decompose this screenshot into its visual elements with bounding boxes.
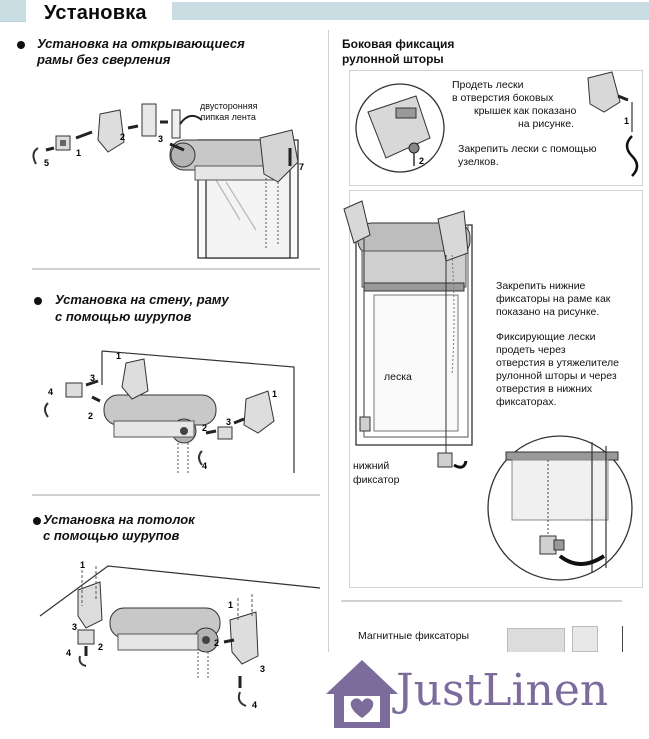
section3-title-line2: с помощью шурупов (43, 528, 180, 543)
svg-text:3: 3 (90, 373, 95, 383)
svg-text:1: 1 (272, 389, 277, 399)
section1-title-line2: рамы без сверления (37, 52, 171, 67)
left-divider-1 (32, 268, 320, 270)
svg-text:2: 2 (214, 638, 219, 648)
section3-illustration: 1 3 4 2 2 1 3 4 (39, 560, 321, 710)
svg-text:4: 4 (66, 648, 71, 658)
bottom-fixator-detail-illustration (487, 435, 633, 581)
step-1: 1 (76, 148, 81, 158)
section2-title-line2: с помощью шурупов (55, 309, 192, 324)
svg-text:4: 4 (48, 387, 53, 397)
section1-title-line1: Установка на открывающиеся (37, 36, 245, 51)
fixator-label-line2: фиксатор (353, 474, 400, 486)
bullet (34, 297, 42, 305)
svg-text:3: 3 (226, 417, 231, 427)
tape-label-line1: двусторонняя (200, 101, 258, 111)
fixator-label-line1: нижний (353, 460, 390, 472)
header-band-right (172, 2, 649, 20)
svg-text:1: 1 (116, 351, 121, 361)
step-2: 2 (120, 132, 125, 142)
step-5: 5 (44, 158, 49, 168)
bullet (33, 517, 41, 525)
panel-bottom-fix (349, 190, 643, 588)
note2-line2: узелков. (458, 156, 499, 168)
note4-line6: фиксаторах. (496, 396, 557, 408)
right-divider (341, 600, 622, 602)
note1-line3: крышек как показано (474, 105, 577, 117)
cap-detail-illustration: 2 (355, 83, 445, 173)
logo-house-icon (326, 660, 398, 728)
note2-line1: Закрепить лески с помощью (458, 143, 597, 155)
note4-line5: отверстия в нижних (496, 383, 593, 395)
svg-text:4: 4 (202, 461, 207, 471)
svg-text:3: 3 (260, 664, 265, 674)
tape-label-line2: липкая лента (200, 112, 256, 122)
note4-line2: продеть через (496, 344, 566, 356)
magnet-line (622, 626, 623, 656)
section1-illustration: 5 1 2 3 7 (32, 103, 304, 259)
note4-line1: Фиксирующие лески (496, 331, 596, 343)
svg-text:4: 4 (252, 700, 257, 710)
bullet (17, 41, 25, 49)
svg-text:2: 2 (202, 423, 207, 433)
right-title-line2: рулонной шторы (342, 52, 444, 66)
svg-text:3: 3 (72, 622, 77, 632)
note4-line4: рулонной шторы и через (496, 370, 617, 382)
svg-text:2: 2 (88, 411, 93, 421)
leska-label: леска (384, 371, 412, 383)
note1-line4: на рисунке. (518, 118, 575, 130)
magnet-image (507, 628, 565, 654)
page-title: Установка (44, 2, 147, 24)
note3-line1: Закрепить нижние (496, 280, 586, 292)
note3-line2: фиксаторы на раме как (496, 293, 611, 305)
string-detail-illustration: 1 (587, 71, 639, 177)
note4-line3: отверстия в утяжелителе (496, 357, 619, 369)
section3-title-line1: Установка на потолок (43, 512, 195, 527)
right-title-line1: Боковая фиксация (342, 37, 455, 51)
step-7: 7 (299, 162, 304, 172)
note3-line3: показано на рисунке. (496, 306, 600, 318)
note1-line1: Продеть лески (452, 79, 524, 91)
magnet-label: Магнитные фиксаторы (358, 630, 470, 642)
svg-text:2: 2 (419, 156, 424, 166)
svg-text:1: 1 (80, 560, 85, 570)
panel-side-fix (349, 70, 643, 186)
svg-text:2: 2 (98, 642, 103, 652)
logo-text: JustLinen (396, 665, 609, 716)
section2-illustration: 1 3 4 2 2 3 4 1 (44, 350, 295, 473)
step-3: 3 (158, 134, 163, 144)
left-divider-2 (32, 494, 320, 496)
window-blind-illustration (343, 200, 473, 469)
section2-title-line1: Установка на стену, раму (55, 292, 229, 307)
column-separator (328, 30, 329, 730)
step-b: 1 (624, 116, 629, 126)
svg-text:1: 1 (228, 600, 233, 610)
note1-line2: в отверстия боковых (452, 92, 554, 104)
header-band-left (0, 0, 26, 22)
magnet-image-2 (572, 626, 598, 652)
